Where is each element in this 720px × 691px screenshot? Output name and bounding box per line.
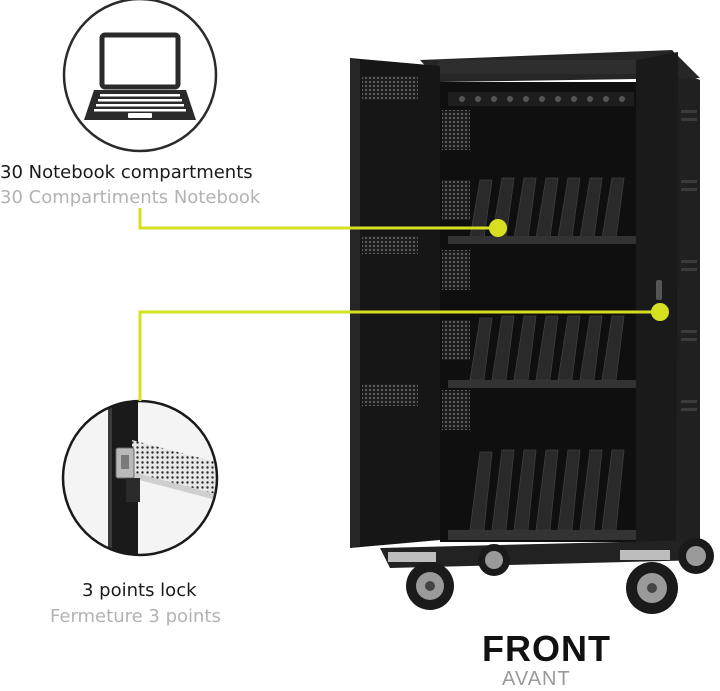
compartments-title: 30 Notebook compartments: [0, 162, 253, 183]
laptop-icon: [62, 0, 218, 153]
wheel-icon: [406, 538, 714, 614]
compartments-subtitle: 30 Compartiments Notebook: [0, 187, 261, 208]
view-sublabel: AVANT: [502, 668, 571, 690]
charging-cabinet: [350, 50, 714, 614]
view-label: FRONT: [482, 628, 611, 669]
callout-compartments-line: [138, 208, 507, 237]
lock-title: 3 points lock: [82, 580, 197, 601]
lock-subtitle: Fermeture 3 points: [50, 606, 221, 627]
callout-lock-line: [138, 303, 669, 401]
lock-detail-image: [63, 401, 217, 555]
